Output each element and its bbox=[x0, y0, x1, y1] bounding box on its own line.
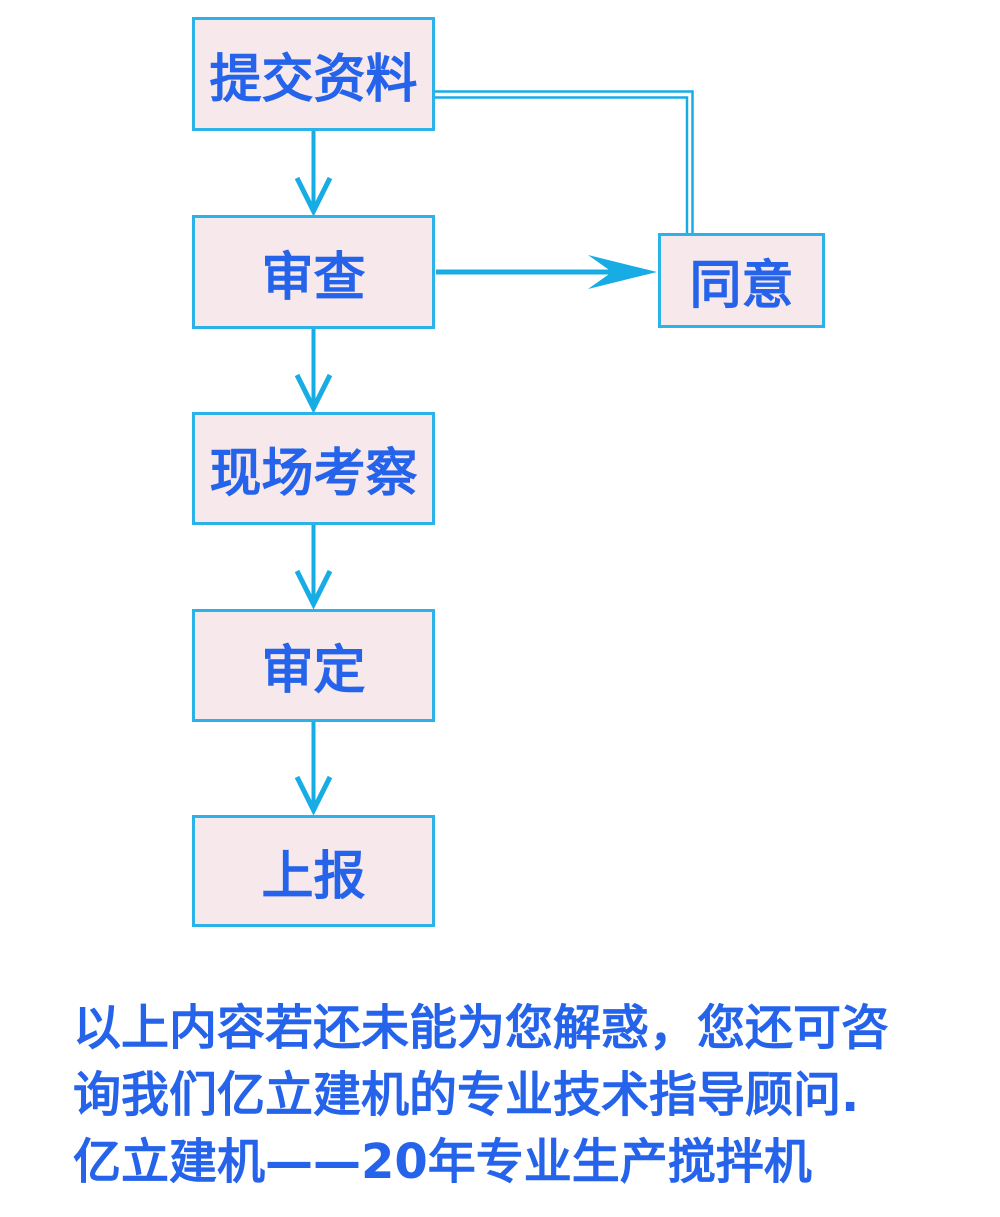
flow-node-approval: 审定 bbox=[192, 609, 435, 722]
flow-node-submit: 提交资料 bbox=[192, 17, 435, 131]
flow-node-agree: 同意 bbox=[658, 233, 825, 328]
flow-node-review: 审查 bbox=[192, 215, 435, 329]
arrow-site-to-approve bbox=[294, 525, 333, 610]
flow-node-report: 上报 bbox=[192, 815, 435, 927]
arrow-submit-to-review bbox=[294, 131, 333, 217]
flow-node-site-visit: 现场考察 bbox=[192, 412, 435, 525]
footer-line-3: 亿立建机——20年专业生产搅拌机 bbox=[73, 1134, 812, 1190]
footer-text-block: 以上内容若还未能为您解惑，您还可咨 询我们亿立建机的专业技术指导顾问. 亿立建机… bbox=[73, 995, 973, 1196]
flow-node-approval-label: 审定 bbox=[261, 641, 366, 701]
arrow-review-to-agree bbox=[436, 255, 657, 289]
footer-line-2: 询我们亿立建机的专业技术指导顾问. bbox=[73, 1067, 860, 1123]
arrow-review-to-site bbox=[294, 329, 333, 414]
flow-node-submit-label: 提交资料 bbox=[209, 49, 418, 110]
flow-node-report-label: 上报 bbox=[261, 846, 366, 907]
double-line-submit-to-agree bbox=[435, 90, 694, 233]
flow-node-agree-label: 同意 bbox=[689, 256, 794, 316]
flow-node-site-visit-label: 现场考察 bbox=[209, 444, 418, 504]
footer-line-1: 以上内容若还未能为您解惑，您还可咨 bbox=[73, 1000, 890, 1056]
arrow-approve-to-report bbox=[294, 722, 333, 816]
flow-node-review-label: 审查 bbox=[261, 247, 366, 308]
